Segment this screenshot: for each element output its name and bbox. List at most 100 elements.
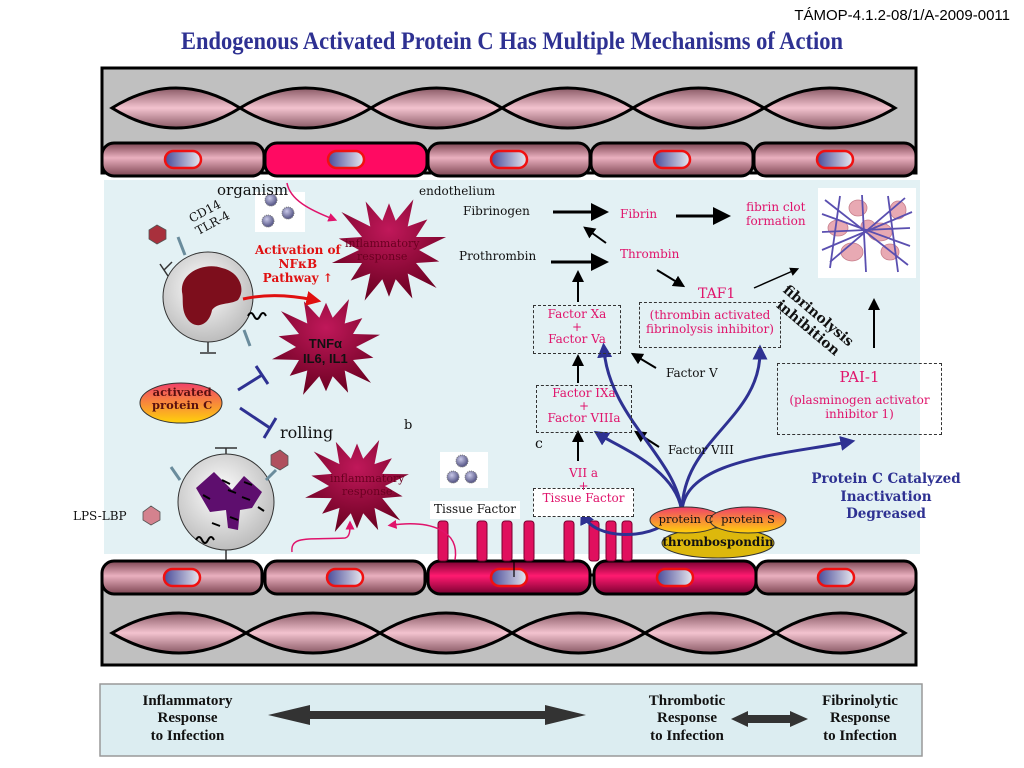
factor-viii-label: Factor VIII — [668, 443, 734, 457]
tissue-factor-pillar — [501, 520, 513, 562]
fibrin-clot-label: fibrin clot formation — [746, 200, 806, 229]
taf1-desc-line1: (thrombin activated — [649, 308, 771, 322]
tissue-factor-pillar — [437, 520, 449, 562]
note-line2: Inactivation — [840, 488, 932, 505]
factor-ixa-viiia-label: Factor IXa + Factor VIIIa — [538, 387, 630, 425]
inhibition-arrows — [237, 365, 278, 439]
endothelial-nucleus — [655, 567, 695, 588]
lps-hexagon-top — [148, 224, 167, 245]
endothelial-nucleus — [816, 567, 856, 588]
line1: Fibrinolytic — [822, 693, 898, 709]
long-double-arrow — [268, 705, 586, 725]
tissue-factor-receptors — [437, 520, 633, 562]
fibrinogen-label: Fibrinogen — [463, 204, 530, 218]
taf1-desc-line2: fibrinolysis inhibitor) — [646, 321, 774, 336]
taf1-description: (thrombin activated fibrinolysis inhibit… — [645, 308, 775, 337]
thrombin-label: Thrombin — [620, 247, 680, 261]
lps-lbp-label: LPS-LBP — [73, 509, 127, 523]
protein-s-label: protein S — [721, 512, 775, 526]
top-vessel-wall — [100, 66, 918, 178]
factor-va: Factor Va — [548, 332, 606, 347]
viia-tf-box — [533, 488, 634, 517]
inflammatory-response-burst-top — [331, 199, 447, 301]
fibrin-clot-line1: fibrin clot — [746, 200, 806, 214]
pai1-description: (plasminogen activator inhibitor 1) — [777, 393, 942, 422]
pai1-title: PAI-1 — [839, 368, 880, 386]
prothrombin-label: Prothrombin — [459, 249, 537, 263]
endothelial-nucleus — [815, 149, 855, 170]
protein-c-word: protein C — [152, 398, 213, 413]
pai1-box — [777, 363, 942, 435]
organism-virus-bottom — [440, 452, 488, 488]
factor-xa-va-box — [533, 305, 621, 354]
pai1-desc-line1: (plasminogen activator — [789, 393, 930, 407]
endothelium-label: endothelium — [419, 184, 496, 198]
factor-ixa: Factor IXa — [552, 386, 616, 400]
plus: + — [578, 398, 590, 413]
taf1-title: TAF1 — [698, 286, 736, 302]
tissue-factor-pillar — [476, 520, 488, 562]
endothelial-nucleus — [489, 149, 529, 170]
smooth-muscle-cell — [773, 611, 908, 655]
fibrin-clot-line2: formation — [746, 213, 806, 228]
tnf-alpha: TNFα — [308, 336, 343, 351]
inflammatory-word: inflammatory — [330, 472, 405, 485]
plus: + — [571, 319, 583, 334]
fibrinolytic-response-summary: Fibrinolytic Response to Infection — [802, 693, 918, 745]
line1: Thrombotic — [648, 693, 726, 709]
inflammatory-response-burst-bottom — [305, 440, 409, 532]
pink-arrow-right — [387, 519, 457, 561]
line2: Response — [157, 710, 218, 727]
page-title: Endogenous Activated Protein C Has Multi… — [180, 28, 844, 55]
line3: to Infection — [650, 727, 724, 744]
viia-tissue-factor-label: VII a + Tissue Factor — [535, 467, 632, 505]
pink-arrow-left — [291, 520, 355, 553]
factor-viiia: Factor VIIIa — [547, 411, 621, 426]
endothelial-nucleus — [325, 567, 365, 588]
endothelial-nucleus — [163, 149, 203, 170]
coagulation-arrows — [513, 203, 880, 577]
nfkb-line: NFκB — [278, 256, 318, 271]
inflammatory-word: inflammatory — [345, 237, 420, 250]
il6-il1: IL6, IL1 — [303, 350, 348, 366]
label-c: c — [535, 436, 543, 452]
endothelial-nucleus — [326, 149, 366, 170]
endothelial-nucleus — [652, 149, 692, 170]
tissue-factor-pillar — [621, 520, 633, 562]
response-word: response — [357, 249, 408, 263]
nfkb-arrow — [242, 291, 322, 306]
activated-word: activated — [152, 385, 212, 399]
response-word: response — [342, 484, 393, 498]
activated-protein-c-oval — [139, 382, 223, 424]
reference-code: TÁMOP-4.1.2-08/1/A-2009-0011 — [794, 7, 1010, 24]
neutrophil-cell — [169, 447, 278, 560]
monocyte-cell — [159, 236, 267, 354]
tissue-factor-pillar — [588, 520, 600, 562]
organism-arrow — [286, 182, 338, 222]
factor-v-label: Factor V — [666, 366, 718, 380]
protein-s-oval — [709, 506, 787, 534]
bottom-vessel-wall — [100, 559, 918, 667]
lps-hexagon-neutrophil — [270, 449, 289, 471]
inflammatory-response-summary: Inflammatory Response to Infection — [120, 693, 255, 745]
factor-ixa-viiia-box — [536, 385, 632, 433]
label-b: b — [404, 418, 413, 433]
tissue-factor-word: Tissue Factor — [542, 491, 625, 506]
protein-c-inactivation-arrows — [580, 342, 856, 536]
cytokine-burst — [272, 299, 380, 395]
tissue-factor-pillar — [563, 520, 575, 562]
line2: Response — [829, 710, 890, 727]
thrombospondin-label: thrombospondin — [662, 535, 774, 549]
endothelial-nucleus — [162, 567, 202, 588]
viia: VII a — [568, 466, 599, 480]
pai1-desc-line2: inhibitor 1) — [825, 406, 894, 421]
factor-xa: Factor Xa — [547, 307, 607, 321]
protein-c-catalyzed-note: Protein C Catalyzed Inactivation Degreas… — [800, 471, 972, 524]
tissue-factor-pillar — [605, 520, 617, 562]
taf1-box — [639, 302, 781, 348]
plus: + — [578, 478, 589, 493]
factor-xa-va-label: Factor Xa + Factor Va — [535, 308, 619, 346]
fibrin-clot-image — [818, 188, 916, 278]
thrombotic-response-summary: Thrombotic Response to Infection — [624, 693, 750, 745]
